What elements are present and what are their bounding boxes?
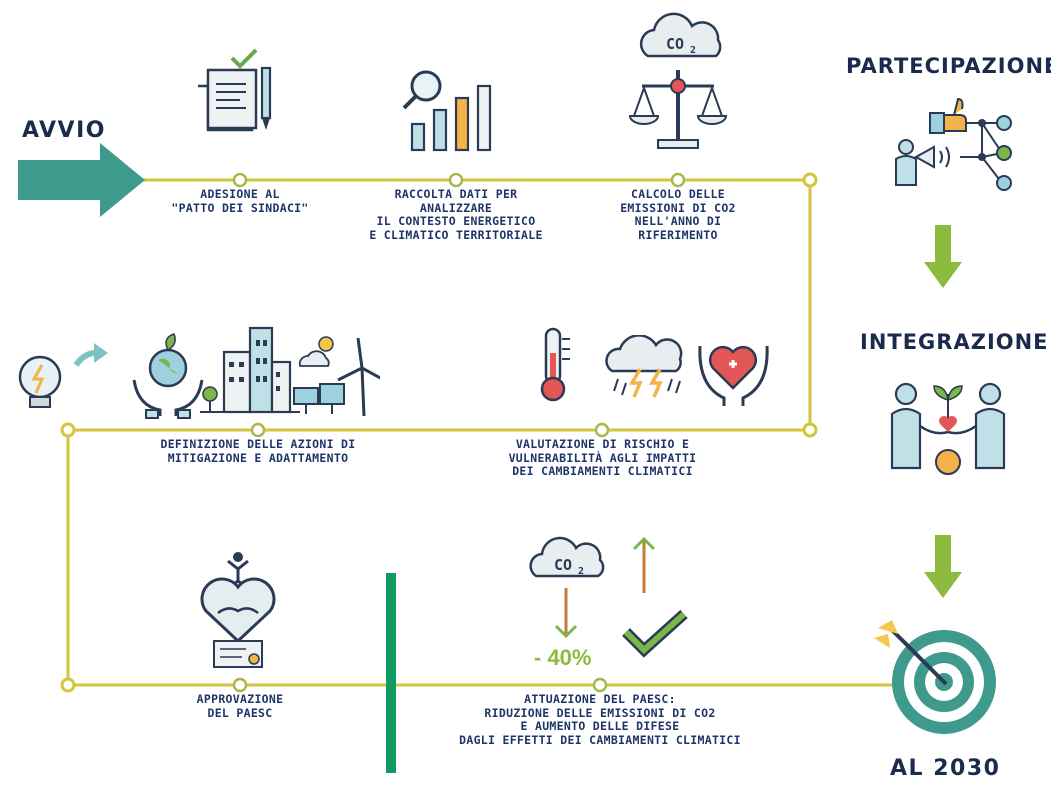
- plant-people-icon: [890, 382, 1006, 475]
- up-arrow-icon: [632, 536, 656, 593]
- storm-icon: [605, 335, 683, 398]
- integration-label: INTEGRAZIONE: [860, 330, 1049, 354]
- megaphone-network-icon: [895, 97, 1012, 191]
- step-marker-7: [592, 677, 608, 693]
- goal-label: AL 2030: [890, 756, 1001, 781]
- step-label-4: VALUTAZIONE DI RISCHIO E VULNERABILITÀ A…: [508, 437, 697, 478]
- wind-solar-icon: [293, 336, 380, 417]
- path-endpoints: [60, 172, 818, 693]
- step-label-2: RACCOLTA DATI PER ANALIZZARE IL CONTESTO…: [369, 187, 543, 242]
- participation-label: PARTECIPAZIONE: [846, 54, 1051, 78]
- co2-top-text: CO: [666, 35, 684, 53]
- city-icon: [200, 326, 300, 414]
- step-label-1: ADESIONE AL "PATTO DEI SINDACI": [171, 187, 309, 215]
- step-markers: [232, 172, 686, 693]
- step-marker-2: [448, 172, 464, 188]
- svg-text:2: 2: [690, 45, 696, 56]
- thermometer-icon: [540, 327, 570, 402]
- co2-bottom-text: CO: [554, 556, 572, 574]
- svg-text:2: 2: [578, 566, 584, 577]
- co2-down-icon: CO 2: [529, 536, 605, 639]
- reduction-value: - 40%: [534, 645, 592, 670]
- handshake-heart-icon: [200, 552, 276, 668]
- down-arrow-2: [924, 535, 962, 598]
- document-check-icon: [198, 48, 272, 132]
- start-label: AVVIO: [22, 118, 106, 143]
- check-icon: [622, 610, 688, 658]
- balance-scale-icon: [628, 70, 728, 149]
- step-marker-3: [670, 172, 686, 188]
- co2-cloud-icon: CO 2: [628, 12, 728, 149]
- chart-search-icon: [402, 70, 492, 152]
- step-marker-6: [232, 677, 248, 693]
- step-label-5: DEFINIZIONE DELLE AZIONI DI MITIGAZIONE …: [160, 437, 356, 465]
- globe-hands-icon: [132, 333, 204, 419]
- step-marker-1: [232, 172, 248, 188]
- step-label-3: CALCOLO DELLE EMISSIONI DI CO2 NELL'ANNO…: [620, 187, 736, 242]
- target-icon: [874, 620, 996, 734]
- step-label-6: APPROVAZIONE DEL PAESC: [196, 692, 284, 720]
- step-marker-4: [594, 422, 610, 438]
- step-label-7: ATTUAZIONE DEL PAESC: RIDUZIONE DELLE EM…: [459, 692, 741, 747]
- down-arrow-1: [924, 225, 962, 288]
- heart-hands-icon: [698, 345, 769, 406]
- step-marker-5: [250, 422, 266, 438]
- lightbulb-icon: [18, 343, 108, 408]
- start-arrow: [18, 143, 145, 217]
- divider-bar: [386, 573, 396, 773]
